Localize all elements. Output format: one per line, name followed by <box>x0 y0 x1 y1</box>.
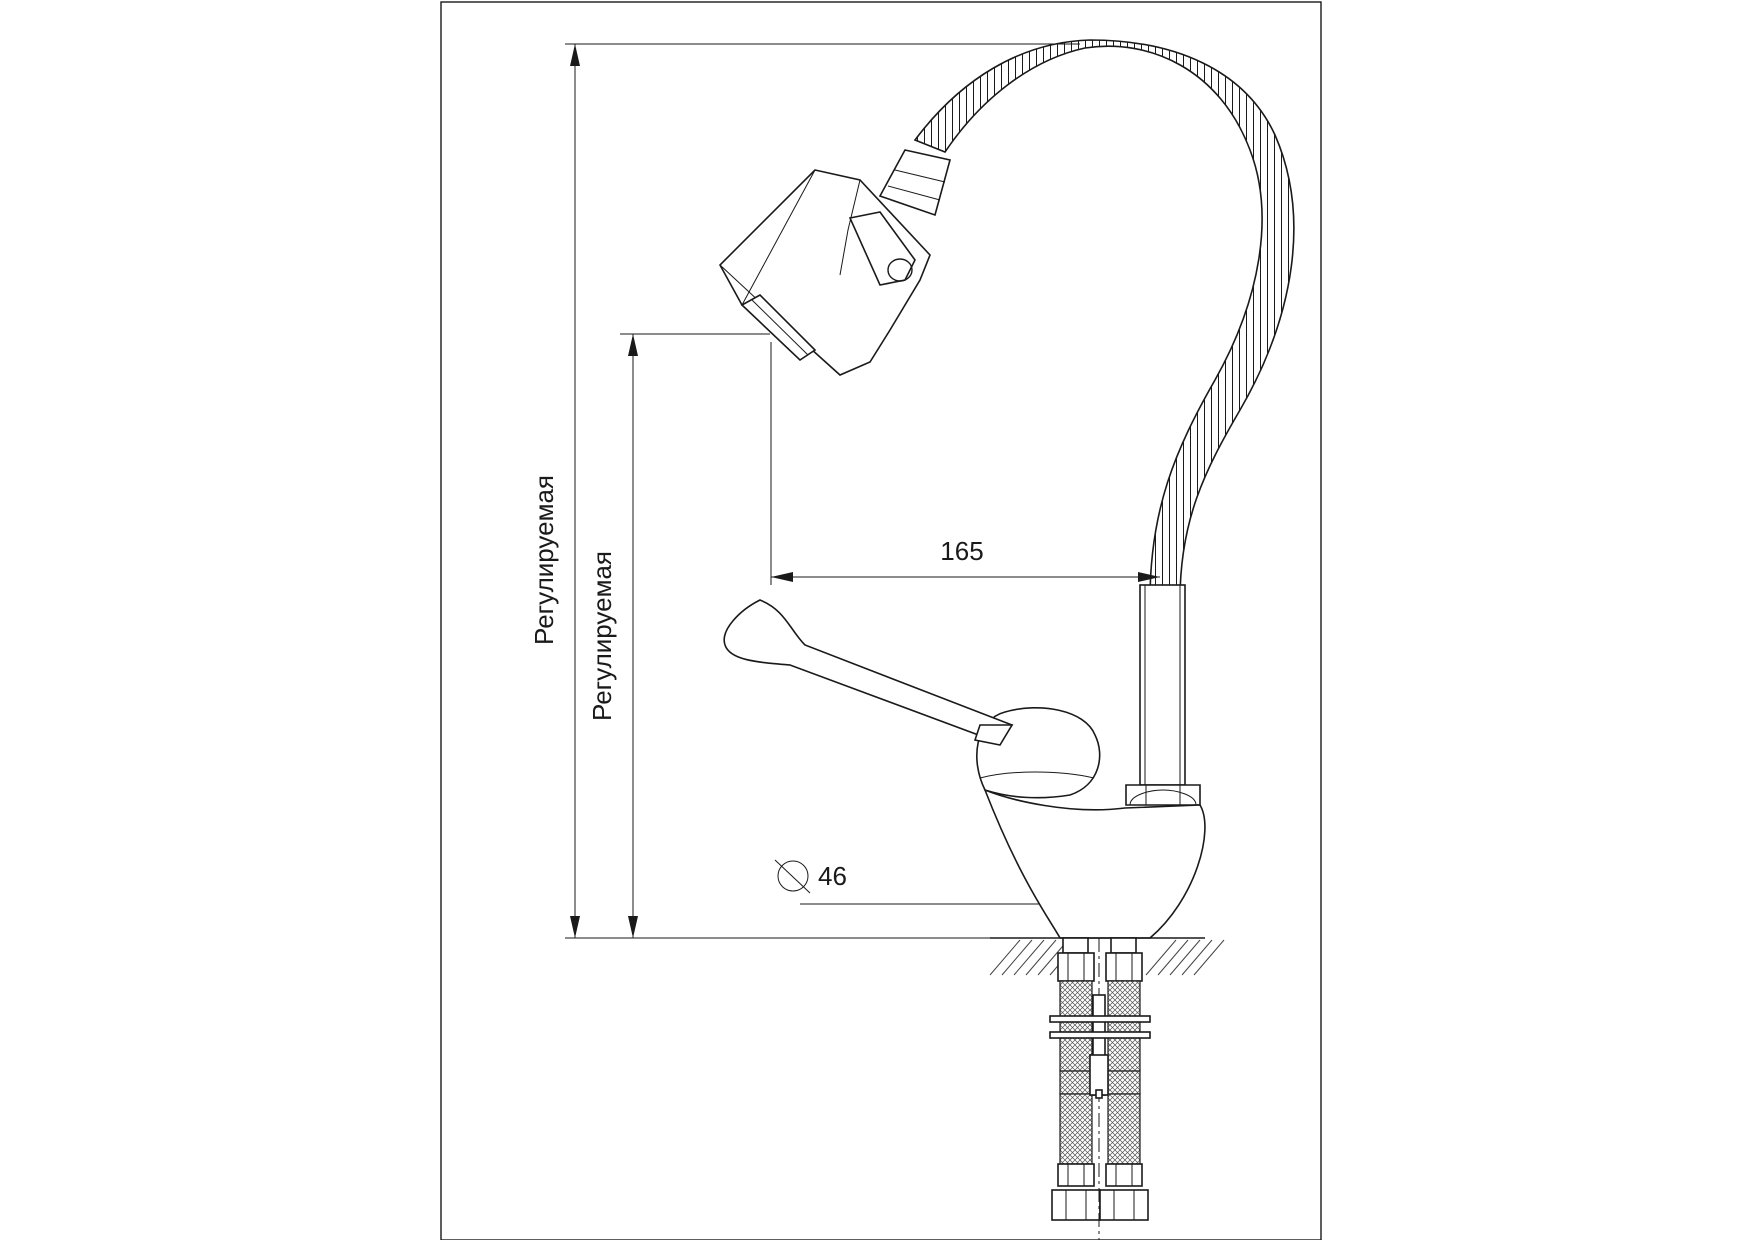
spout-nut <box>1125 784 1201 806</box>
hatch-line <box>989 939 1021 976</box>
spout-reach-dimension: 165 <box>770 342 1160 585</box>
total-height-label: Регулируемая <box>529 475 559 645</box>
supply-hoses <box>1049 937 1151 1240</box>
total-height-dimension: Регулируемая <box>529 43 1080 939</box>
hatch-line <box>1193 939 1225 976</box>
left-supply-hose <box>1051 937 1101 1221</box>
mounting-plate <box>1049 1015 1151 1039</box>
hatch-line <box>1025 939 1057 976</box>
lever-handle[interactable] <box>723 599 1014 746</box>
hatch-line <box>1145 939 1177 976</box>
right-supply-hose <box>1099 937 1149 1221</box>
hatch-line <box>1001 939 1033 976</box>
spray-selector-icon <box>848 211 916 286</box>
spout-base-pipe <box>1125 584 1201 806</box>
hatch-line <box>1157 939 1189 976</box>
spout-reach-label: 165 <box>940 536 983 566</box>
aerator-nozzle <box>740 294 817 362</box>
spout-height-dimension: Регулируемая <box>587 333 770 938</box>
spout-height-label: Регулируемая <box>587 551 617 721</box>
drawing-frame <box>440 1 1322 1240</box>
hatch-line <box>1181 939 1213 976</box>
mount-diameter-label: 46 <box>818 861 847 891</box>
hose-connector <box>878 149 951 217</box>
countertop-section <box>989 937 1225 976</box>
hatch-line <box>1169 939 1201 976</box>
hatch-line <box>1013 939 1045 976</box>
flexible-hose <box>913 39 1295 601</box>
spray-head <box>719 169 931 376</box>
